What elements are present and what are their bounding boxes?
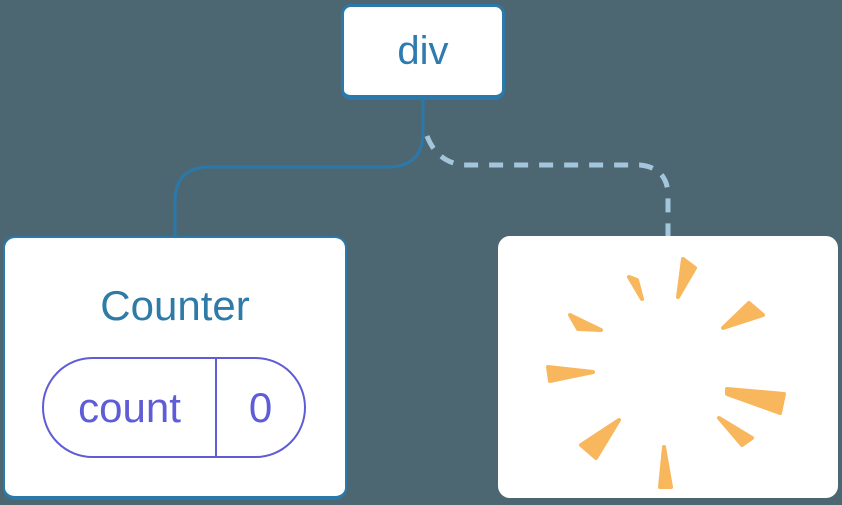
- state-pill: count 0: [42, 357, 306, 458]
- poof-wedge: [717, 416, 754, 447]
- pill-divider: [215, 359, 217, 456]
- counter-title: Counter: [100, 282, 250, 329]
- root-node-div: div: [341, 4, 505, 100]
- state-value-label: 0: [248, 383, 273, 431]
- poof-wedge: [546, 365, 595, 383]
- removed-component-card: [498, 236, 838, 498]
- poof-wedge: [725, 387, 786, 415]
- poof-wedge: [658, 445, 673, 489]
- dashed-connector-path: [424, 135, 671, 236]
- poof-wedge: [721, 301, 765, 330]
- counter-card: Counter count 0: [3, 236, 347, 500]
- poof-wedge: [627, 275, 644, 301]
- poof-wedge: [579, 418, 621, 460]
- state-key-label: count: [78, 383, 181, 431]
- poof-starburst-icon: [546, 257, 786, 489]
- root-node-label: div: [397, 28, 449, 73]
- poof-wedge: [676, 257, 697, 299]
- poof-wedge: [568, 313, 603, 332]
- solid-connector-path: [173, 100, 425, 237]
